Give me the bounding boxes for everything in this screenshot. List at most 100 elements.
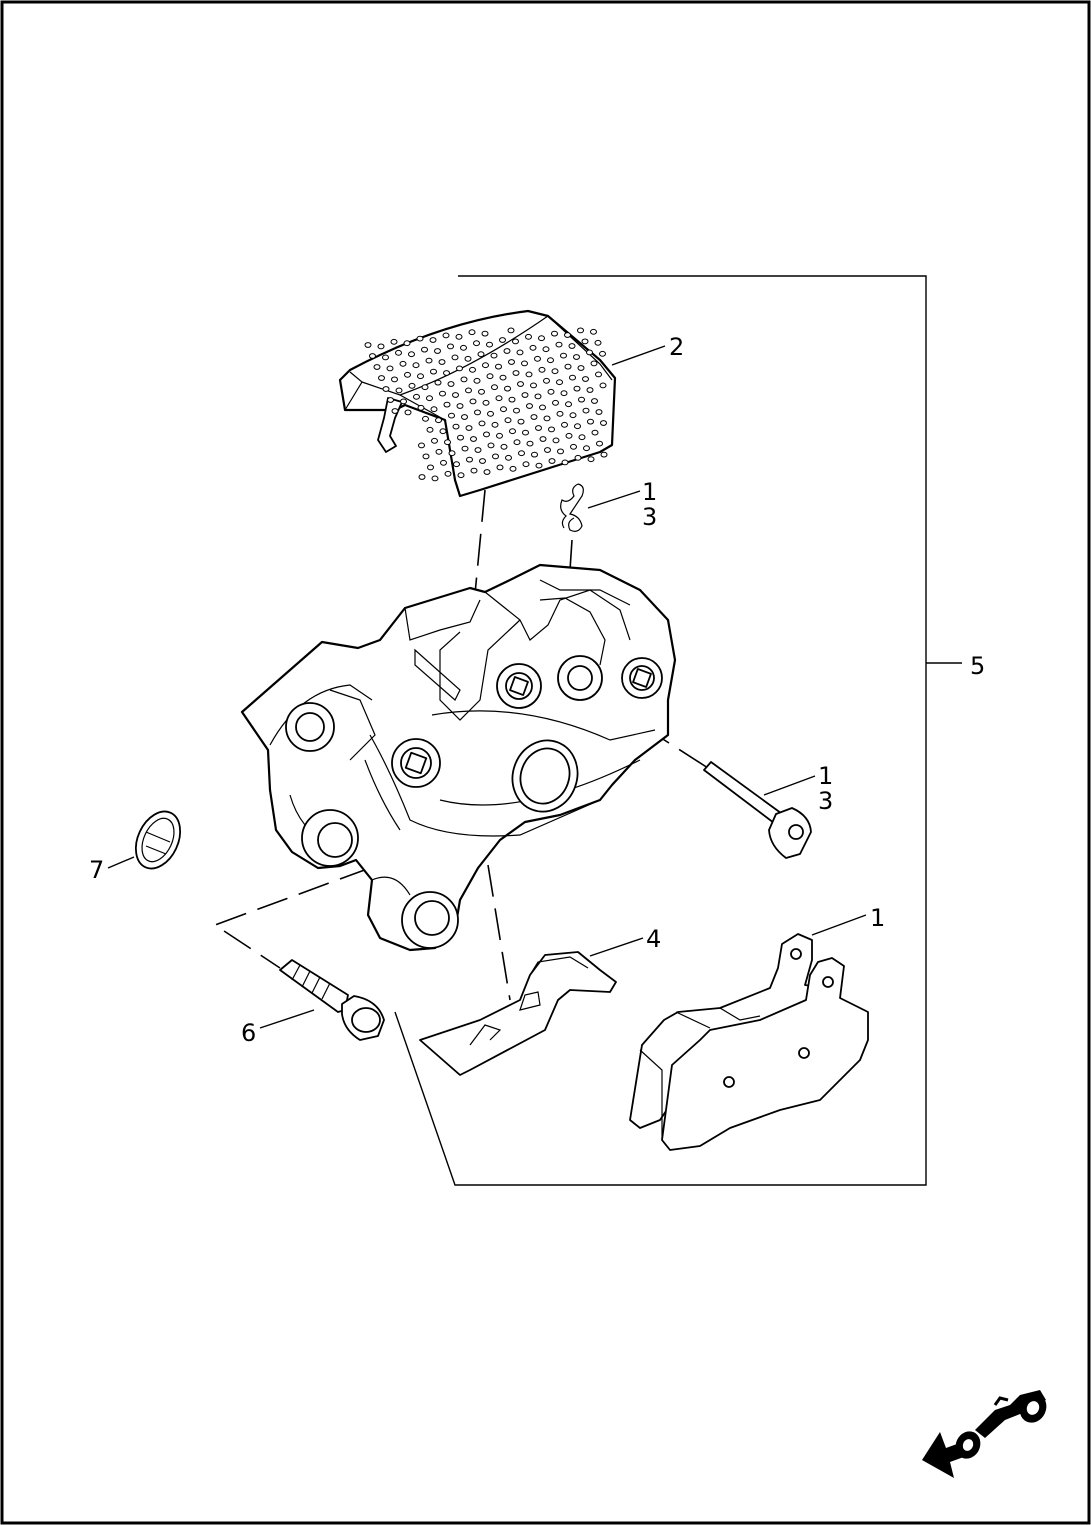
perforation-hole bbox=[548, 458, 556, 464]
perforation-hole bbox=[544, 447, 551, 453]
perforation-hole bbox=[547, 357, 554, 364]
perforation-hole bbox=[513, 439, 521, 446]
perforation-hole bbox=[453, 461, 460, 468]
perforation-hole bbox=[438, 359, 446, 365]
perforation-hole bbox=[509, 465, 517, 472]
assembly-line-bolt bbox=[213, 867, 371, 969]
perforation-hole bbox=[487, 410, 494, 417]
perforation-hole bbox=[470, 436, 477, 442]
kit-bracket bbox=[394, 275, 927, 1186]
perforation-hole bbox=[444, 470, 452, 477]
front-arrow-motorcycle-icon bbox=[922, 1390, 1047, 1478]
perforation-hole bbox=[448, 450, 456, 457]
cover-perforations bbox=[364, 327, 608, 482]
perforation-hole bbox=[508, 396, 516, 403]
perforation-hole bbox=[470, 467, 478, 474]
perforation-hole bbox=[513, 407, 520, 414]
perforation-hole bbox=[491, 421, 499, 428]
leader-clip bbox=[587, 490, 641, 509]
perforation-hole bbox=[564, 363, 572, 370]
perforation-hole bbox=[504, 385, 511, 392]
leader-pin bbox=[763, 775, 816, 796]
perforation-hole bbox=[556, 410, 564, 417]
perforation-hole bbox=[404, 371, 411, 378]
perforation-hole bbox=[479, 458, 486, 464]
perforation-hole bbox=[496, 464, 504, 471]
perforation-hole bbox=[586, 387, 594, 393]
perforation-hole bbox=[582, 407, 590, 414]
perforation-hole bbox=[542, 346, 550, 353]
perforation-hole bbox=[477, 351, 485, 358]
perforation-hole bbox=[525, 333, 532, 340]
perforation-hole bbox=[599, 350, 606, 357]
perforation-hole bbox=[587, 418, 594, 425]
perforation-hole bbox=[447, 343, 454, 350]
perforation-hole bbox=[503, 348, 511, 354]
perforation-hole bbox=[543, 415, 551, 422]
perforation-hole bbox=[382, 354, 389, 361]
perforation-hole bbox=[552, 437, 560, 444]
brake-pads-part bbox=[629, 933, 869, 1151]
perforation-hole bbox=[417, 404, 425, 411]
perforation-hole bbox=[577, 327, 584, 334]
leader-medallion bbox=[107, 856, 135, 869]
perforation-hole bbox=[591, 398, 598, 404]
perforation-hole bbox=[457, 434, 464, 441]
perforation-hole bbox=[482, 362, 489, 369]
perforation-hole bbox=[490, 352, 498, 359]
leader-pads bbox=[811, 914, 867, 936]
perforation-hole bbox=[395, 387, 403, 394]
perforation-hole bbox=[499, 337, 506, 343]
perforation-hole bbox=[466, 456, 473, 463]
perforation-hole bbox=[418, 442, 425, 449]
perforation-hole bbox=[538, 335, 545, 342]
perforation-hole bbox=[416, 335, 424, 342]
perforation-hole bbox=[551, 368, 559, 375]
perforation-hole bbox=[448, 412, 455, 419]
perforation-hole bbox=[468, 329, 476, 336]
perforation-hole bbox=[390, 338, 398, 345]
perforation-hole bbox=[570, 443, 577, 450]
perforation-hole bbox=[483, 431, 490, 438]
callout-pin-line-1: 1 bbox=[818, 762, 833, 790]
perforation-hole bbox=[568, 343, 576, 349]
perforation-hole bbox=[600, 451, 608, 458]
leader-cover bbox=[611, 345, 666, 366]
perforation-hole bbox=[440, 459, 447, 466]
perforation-hole bbox=[526, 403, 533, 409]
mounting-bolt-part bbox=[279, 959, 385, 1041]
perforation-hole bbox=[560, 390, 568, 397]
perforation-hole bbox=[443, 370, 450, 376]
perforation-hole bbox=[382, 386, 390, 392]
perforation-hole bbox=[578, 434, 586, 441]
perforation-hole bbox=[427, 464, 434, 471]
perforation-hole bbox=[547, 388, 555, 395]
perforation-hole bbox=[408, 382, 416, 389]
perforation-hole bbox=[400, 398, 407, 405]
perforation-hole bbox=[574, 423, 581, 430]
callout-clip-line-1: 1 bbox=[642, 478, 657, 506]
perforation-hole bbox=[395, 349, 402, 356]
perforation-hole bbox=[583, 445, 590, 452]
perforation-hole bbox=[430, 368, 437, 375]
perforation-hole bbox=[499, 374, 507, 381]
perforation-hole bbox=[595, 371, 602, 378]
perforation-hole bbox=[422, 415, 429, 422]
perforation-hole bbox=[391, 376, 398, 383]
perforation-hole bbox=[573, 354, 580, 360]
perforation-hole bbox=[464, 355, 472, 362]
perforation-hole bbox=[434, 348, 441, 354]
callout-spring: 4 bbox=[646, 925, 661, 953]
perforation-hole bbox=[386, 365, 394, 372]
perforation-hole bbox=[417, 373, 424, 380]
perforation-hole bbox=[447, 381, 455, 387]
pad-spring-part bbox=[419, 951, 617, 1076]
perforation-hole bbox=[431, 475, 439, 482]
perforation-hole bbox=[522, 429, 529, 436]
perforation-hole bbox=[455, 333, 463, 340]
perforation-hole bbox=[413, 393, 420, 400]
perforation-hole bbox=[577, 365, 585, 371]
perforation-hole bbox=[469, 366, 476, 373]
perforation-hole bbox=[430, 406, 438, 413]
